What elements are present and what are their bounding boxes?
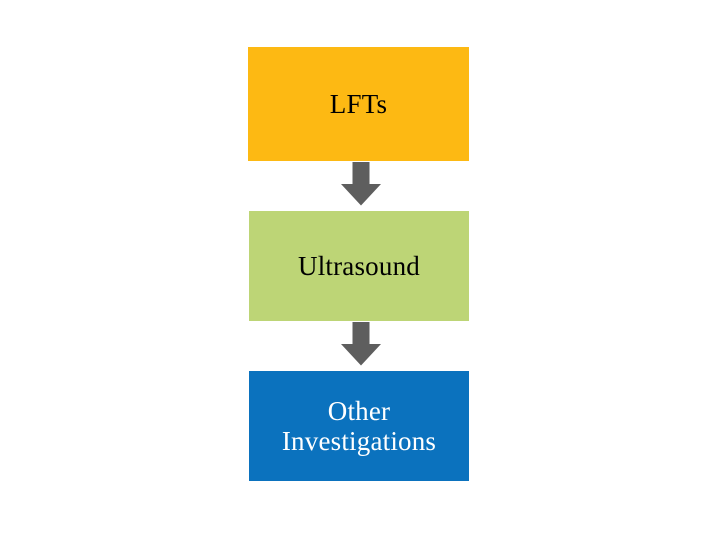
- flow-node-other-investigations[interactable]: Other Investigations: [249, 371, 469, 481]
- arrow-down-icon-glyph: [341, 162, 381, 206]
- arrow-down-icon: [340, 322, 382, 366]
- flow-node-lfts-label: LFTs: [329, 88, 388, 119]
- flow-node-lfts[interactable]: LFTs: [248, 47, 469, 161]
- arrow-down-icon: [340, 162, 382, 206]
- flow-node-ultrasound-label: Ultrasound: [298, 250, 420, 281]
- arrow-down-icon-glyph: [341, 322, 381, 366]
- flow-node-other-investigations-label: Other Investigations: [281, 395, 437, 456]
- flow-node-ultrasound[interactable]: Ultrasound: [249, 211, 469, 321]
